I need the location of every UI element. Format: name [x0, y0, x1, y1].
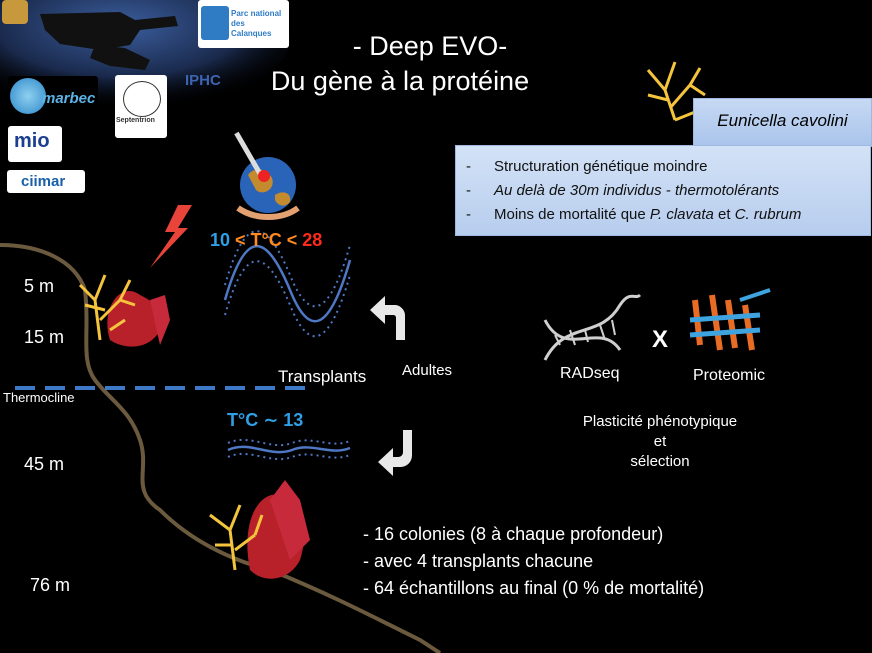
- feature-item: -Structuration génétique moindre: [466, 158, 708, 175]
- parc-calanques-logo: Parc national des Calanques: [198, 0, 289, 48]
- temperature-warm: 10 < T°C < 28: [210, 230, 323, 250]
- dna-helix-icon: [543, 293, 642, 361]
- cold-wave: [227, 438, 351, 461]
- summary-bullet: - 64 échantillons au final (0 % de morta…: [363, 578, 705, 598]
- depth-label: 5 m: [24, 276, 55, 296]
- summary-bullet: - 16 colonies (8 à chaque profondeur): [363, 524, 664, 544]
- coral-deep: [209, 480, 310, 579]
- depth-label: 45 m: [24, 454, 65, 474]
- chat-icon[interactable]: [2, 0, 28, 24]
- protein-structure-icon: [689, 288, 771, 351]
- transplants-label: Transplants: [278, 367, 367, 386]
- marbec-logo: marbec: [8, 76, 98, 121]
- title-line-1: - Deep EVO-: [352, 31, 508, 61]
- diver-silhouette: [40, 12, 178, 70]
- coral-shallow: [78, 274, 170, 347]
- depth-label: 15 m: [24, 327, 65, 347]
- species-name: Eunicella cavolini: [717, 111, 848, 130]
- title-line-2: Du gène à la protéine: [270, 66, 530, 96]
- plasticity-text: Plasticité phénotypique et sélection: [582, 413, 738, 470]
- iphc-logo: IPHC: [185, 72, 221, 89]
- depth-label: 76 m: [30, 575, 71, 595]
- ciimar-logo: ciimar: [7, 170, 85, 193]
- lightning-icon: [150, 205, 192, 268]
- arrow-up-left-icon: [370, 296, 405, 340]
- adultes-label: Adultes: [402, 362, 453, 379]
- globe-thermometer-icon: [234, 131, 300, 220]
- proteomic-label: Proteomic: [693, 367, 766, 384]
- mio-logo: mio: [8, 126, 62, 162]
- arrow-down-left-icon: [378, 430, 412, 476]
- feature-item: -Au delà de 30m individus - thermotoléra…: [466, 182, 780, 199]
- thermocline-label: Thermocline: [3, 390, 75, 405]
- x-label: X: [652, 326, 669, 353]
- feature-item: -Moins de mortalité que P. clavata et C.…: [466, 206, 802, 223]
- species-box: Eunicella cavolini: [693, 98, 872, 147]
- summary-bullet: - avec 4 transplants chacune: [363, 551, 594, 571]
- eunicella-coral-icon: [646, 61, 706, 122]
- warm-wave: [223, 230, 352, 338]
- radseq-label: RADseq: [560, 365, 620, 382]
- features-box: -Structuration génétique moindre -Au del…: [455, 145, 871, 236]
- septentrion-logo: Septentrion: [115, 75, 167, 138]
- temperature-cold: T°C ∼ 13: [227, 410, 304, 430]
